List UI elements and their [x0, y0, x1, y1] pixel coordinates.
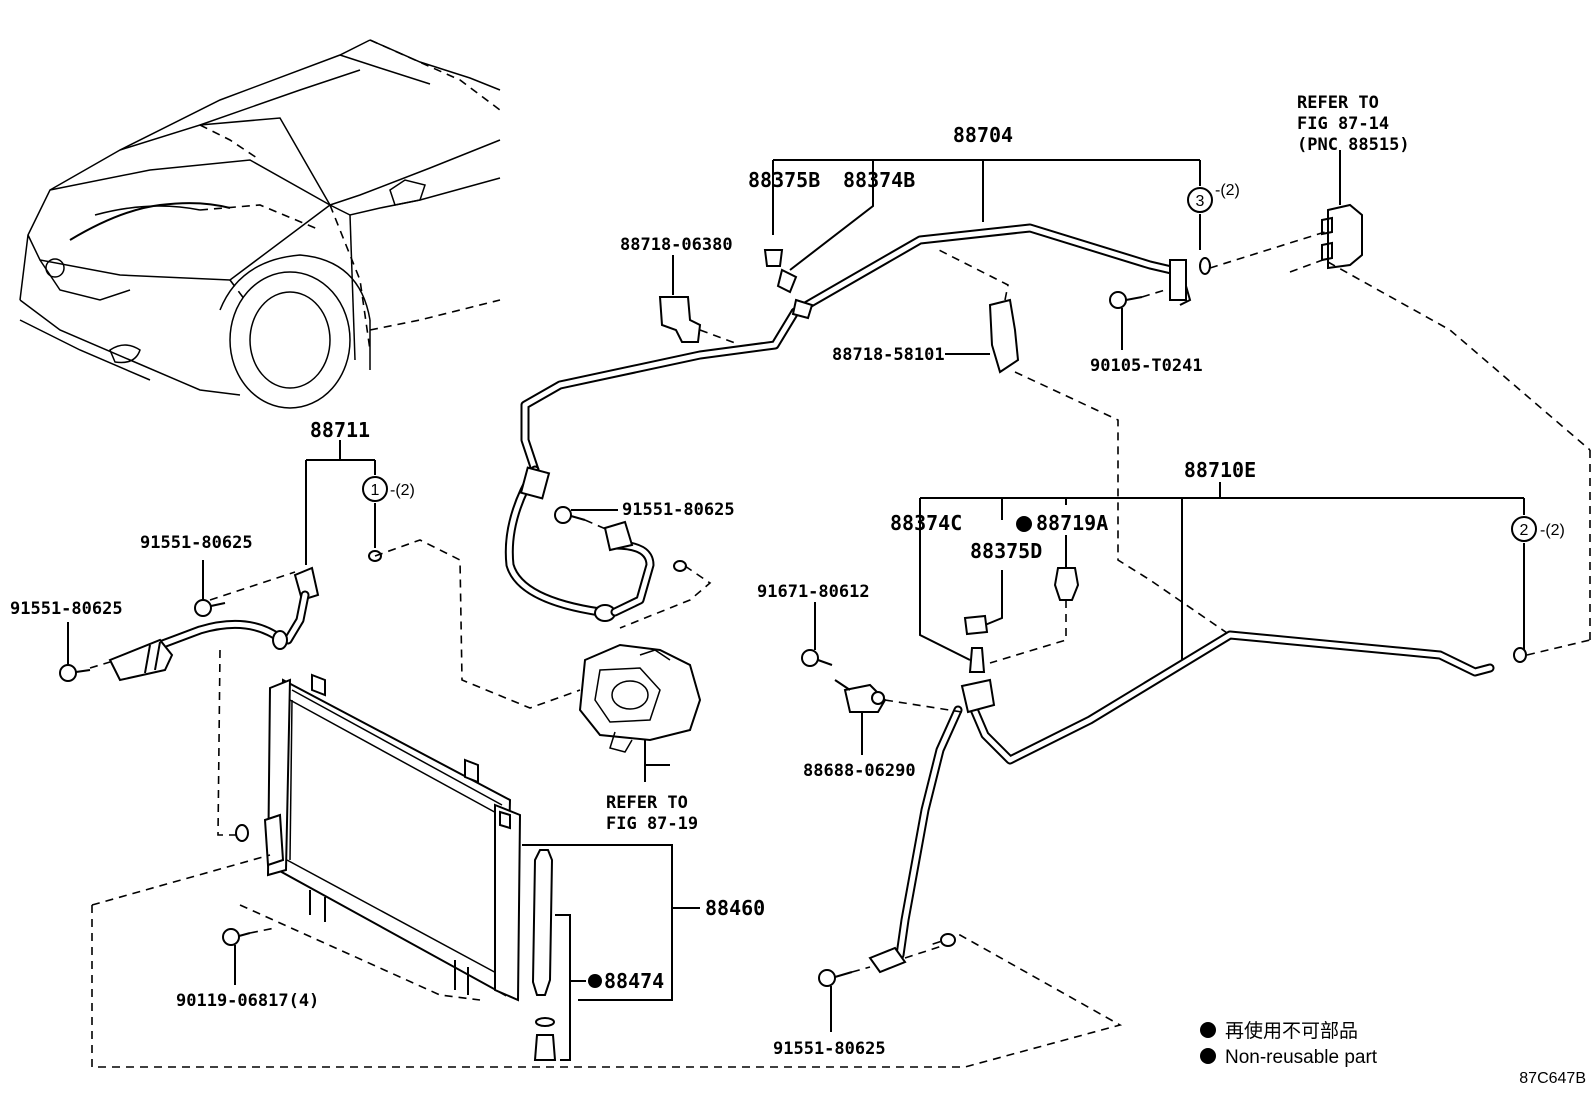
bolt-91671-80612 [801, 602, 833, 667]
label-88374B: 88374B [843, 168, 915, 192]
desiccant-88474 [531, 849, 602, 1061]
clamp-88688-06290 [834, 679, 963, 755]
pipe-88710E [868, 630, 1591, 974]
fittings-88375B-88374B [763, 249, 814, 320]
label-88474: 88474 [604, 969, 664, 993]
refer-top-line2: FIG 87-14 [1297, 114, 1389, 134]
caps-88375D-88374C [963, 614, 989, 673]
refer-top-line1: REFER TO [1297, 93, 1379, 113]
bracket-88710E [919, 482, 1525, 661]
bracket-88711 [305, 440, 376, 565]
non-reusable-mark-88719A [1016, 516, 1032, 532]
label-91551-80625-b: 91551-80625 [10, 599, 123, 619]
svg-text:-(2): -(2) [390, 482, 415, 499]
label-88711: 88711 [310, 418, 370, 442]
bolt-91551-80625-b [59, 622, 91, 682]
label-91671-80612: 91671-80612 [757, 582, 870, 602]
circle-ref-3: 3 -(2) [1187, 182, 1240, 213]
label-88719A: 88719A [1036, 511, 1108, 535]
svg-text:-(2): -(2) [1215, 182, 1240, 199]
svg-text:-(2): -(2) [1540, 522, 1565, 539]
label-88710E: 88710E [1184, 458, 1256, 482]
bolt-91551-80625-d [818, 966, 871, 1032]
label-91551-80625-c: 91551-80625 [622, 500, 735, 520]
pressure-sensor-88719A [989, 535, 1080, 664]
legend-dot-jp [1200, 1022, 1216, 1038]
bolt-90105-T0241 [1109, 289, 1166, 350]
label-88718-58101: 88718-58101 [832, 345, 945, 365]
label-91551-80625-d: 91551-80625 [773, 1039, 886, 1059]
label-88704: 88704 [953, 123, 1013, 147]
refer-mid-line1: REFER TO [606, 793, 688, 813]
circle-ref-1: 1 -(2) [362, 476, 415, 502]
pipe-88704 [504, 223, 1192, 622]
legend: 再使用不可部品 Non-reusable part [1200, 1020, 1378, 1068]
label-88688-06290: 88688-06290 [803, 761, 916, 781]
o-ring-3 [1199, 257, 1211, 275]
legend-dot-en [1200, 1048, 1216, 1064]
expansion-valve [1209, 150, 1591, 451]
bracket-88704 [772, 159, 1201, 271]
compressor [578, 643, 702, 782]
clamp-88718-58101 [934, 247, 1231, 636]
circle-ref-2: 2 -(2) [1511, 516, 1565, 542]
svg-text:1: 1 [371, 482, 380, 499]
svg-text:3: 3 [1196, 193, 1205, 210]
label-88374C: 88374C [890, 511, 962, 535]
refer-mid-line2: FIG 87-19 [606, 814, 698, 834]
condenser-88460 [91, 673, 522, 1002]
label-88375D: 88375D [970, 539, 1042, 563]
svg-text:2: 2 [1520, 522, 1529, 539]
hose-88711 [89, 539, 581, 836]
refer-top-line3: (PNC 88515) [1297, 135, 1410, 155]
label-88718-06380: 88718-06380 [620, 235, 733, 255]
bolt-91551-80625-a [194, 560, 226, 617]
clamp-88718-06380 [658, 255, 736, 344]
legend-jp: 再使用不可部品 [1225, 1020, 1358, 1042]
label-91551-80625-a: 91551-80625 [140, 533, 253, 553]
bolt-91551-80625-c [554, 506, 618, 524]
diagram-code: 87C647B [1519, 1070, 1586, 1087]
label-90105-T0241: 90105-T0241 [1090, 356, 1203, 376]
label-88460: 88460 [705, 896, 765, 920]
label-88375B: 88375B [748, 168, 820, 192]
discharge-hose [584, 519, 712, 629]
bracket-88460 [522, 844, 700, 1001]
car-illustration [19, 39, 501, 409]
legend-en: Non-reusable part [1225, 1047, 1378, 1068]
bolt-90119-06817 [222, 927, 276, 985]
label-90119-06817: 90119-06817(4) [176, 991, 319, 1011]
